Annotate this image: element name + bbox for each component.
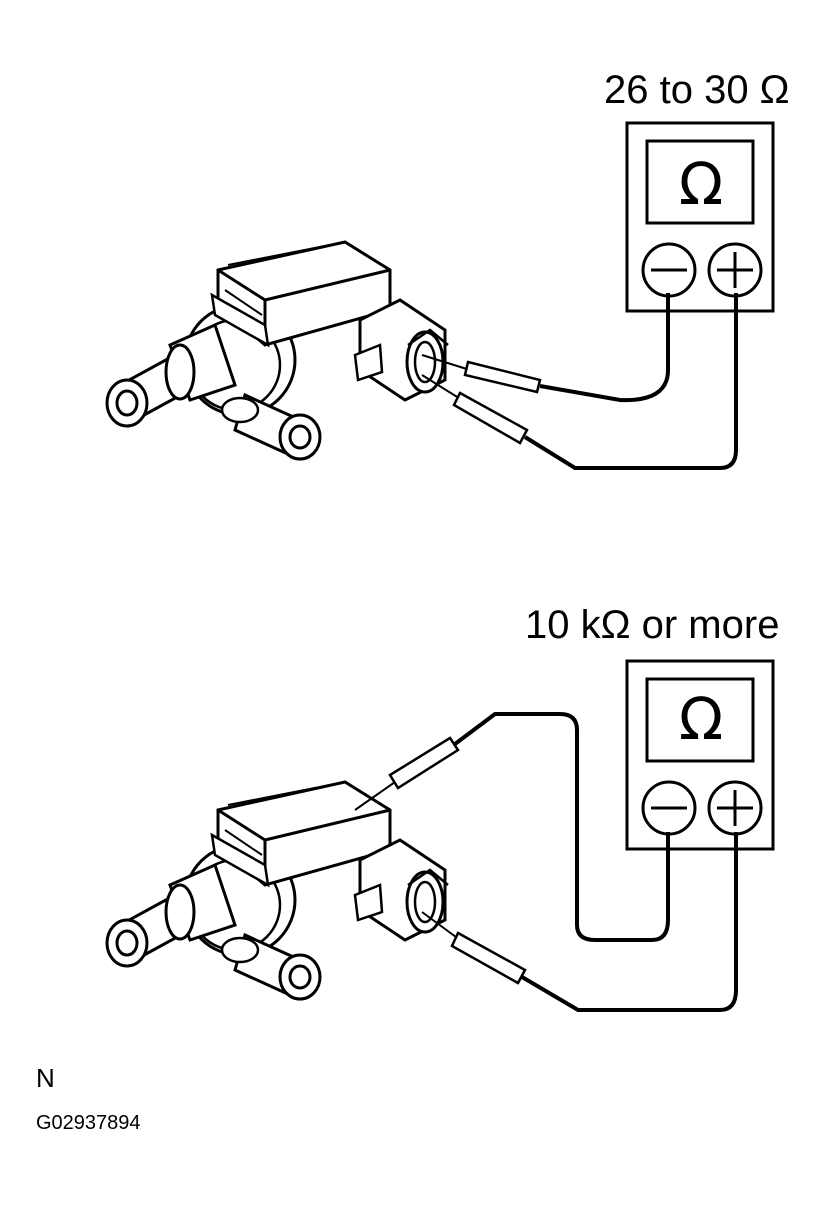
lower-valve <box>105 780 450 1001</box>
lower-resistance-reading: 10 kΩ or more <box>525 603 780 647</box>
upper-probe-negative <box>421 293 670 403</box>
upper-ohm-symbol: Ω <box>678 150 724 218</box>
note-letter: N <box>36 1063 55 1093</box>
lower-ohm-symbol: Ω <box>678 685 724 753</box>
upper-probe-positive <box>421 293 738 470</box>
upper-resistance-reading: 26 to 30 Ω <box>604 68 790 112</box>
lower-probe-terminal <box>421 832 738 1012</box>
figure-id: G02937894 <box>36 1112 141 1134</box>
lower-probe-body <box>354 712 670 942</box>
upper-valve <box>105 240 450 461</box>
